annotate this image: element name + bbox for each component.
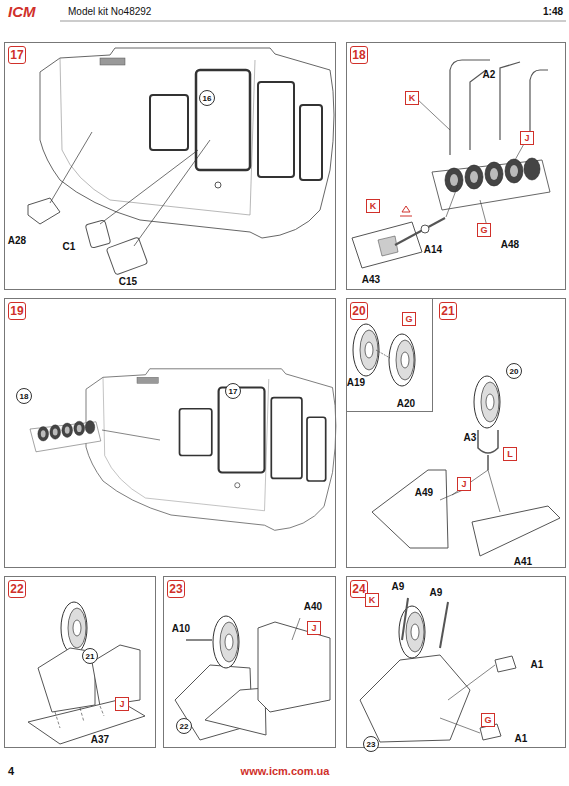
step-panel: 22 21J (4, 576, 156, 748)
step-number: 18 (350, 46, 368, 64)
part-label: A49 (415, 487, 433, 498)
color-code-box: G (477, 223, 491, 237)
step-panel: 1716 (4, 42, 336, 290)
color-code: J (524, 133, 529, 143)
callout-circle: 17 (225, 383, 241, 399)
step-number: 23 (167, 580, 185, 598)
step-number: 21 (439, 302, 457, 320)
part-label: A19 (347, 377, 365, 388)
part-label: C1 (63, 241, 76, 252)
callout-number: 20 (510, 367, 519, 376)
step-number: 20 (350, 302, 368, 320)
callout-number: 16 (203, 94, 212, 103)
color-code: K (369, 595, 376, 605)
color-code-box: L (503, 447, 517, 461)
part-label: A10 (172, 623, 190, 634)
part-label: A37 (91, 734, 109, 745)
part-label: A28 (8, 235, 26, 246)
color-code: J (311, 623, 316, 633)
color-code-box: J (307, 621, 321, 635)
callout-number: 23 (367, 740, 376, 749)
color-code-box: G (481, 713, 495, 727)
website: www.icm.com.ua (241, 765, 330, 777)
color-code: K (370, 201, 377, 211)
callout-circle: 22 (176, 718, 192, 734)
color-code: G (484, 715, 491, 725)
callout-number: 21 (86, 652, 95, 661)
callout-number: 22 (180, 722, 189, 731)
step-number: 17 (8, 46, 26, 64)
callout-circle: 21 (82, 648, 98, 664)
part-label: A40 (304, 601, 322, 612)
part-label: A9 (392, 581, 405, 592)
kit-number: Model kit No48292 (68, 6, 151, 17)
callout-circle: 20 (506, 363, 522, 379)
callout-number: 18 (20, 392, 29, 401)
part-label: A1 (531, 659, 544, 670)
color-code: G (480, 225, 487, 235)
color-code-box: K (405, 91, 419, 105)
step-number: 19 (8, 302, 26, 320)
color-code: K (409, 93, 416, 103)
color-code-box: J (115, 697, 129, 711)
part-label: A1 (515, 733, 528, 744)
page-number: 4 (8, 765, 14, 777)
color-code: J (119, 699, 124, 709)
step-panel: 21 20L J (346, 298, 566, 568)
scale: 1:48 (543, 6, 563, 17)
part-label: A41 (514, 556, 532, 567)
color-code-box: J (457, 477, 471, 491)
step-number: 22 (8, 580, 26, 598)
callout-circle: 23 (363, 736, 379, 752)
step-panel: 19 18 17 (4, 298, 336, 568)
color-code-box: J (520, 131, 534, 145)
part-label: A9 (430, 587, 443, 598)
callout-circle: 16 (199, 90, 215, 106)
brand-logo: ICM (8, 3, 36, 20)
callout-circle: 18 (16, 388, 32, 404)
color-code-box: K (365, 593, 379, 607)
part-label: A14 (424, 244, 442, 255)
color-code: J (461, 479, 466, 489)
part-label: A2 (483, 69, 496, 80)
part-label: A3 (464, 432, 477, 443)
part-label: A48 (501, 239, 519, 250)
part-label: C15 (119, 276, 137, 287)
callout-number: 17 (229, 387, 238, 396)
step-panel: 18K J K G (346, 42, 566, 290)
color-code-box: G (402, 312, 416, 326)
color-code-box: K (366, 199, 380, 213)
color-code: L (507, 449, 513, 459)
part-label: A43 (362, 274, 380, 285)
step-panel: 20G (346, 298, 433, 412)
color-code: G (405, 314, 412, 324)
part-label: A20 (397, 398, 415, 409)
